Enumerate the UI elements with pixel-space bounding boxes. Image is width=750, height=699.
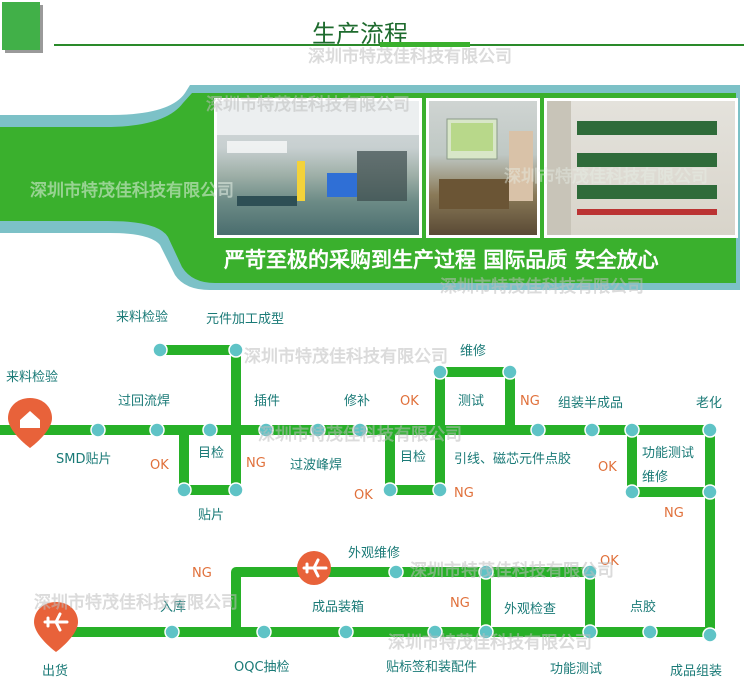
label-ok-3: OK [354,488,373,503]
node-insert [258,422,274,438]
label-appearance-check: 外观检查 [504,602,557,617]
node-smd [90,422,106,438]
label-appearance-repair: 外观维修 [348,546,401,561]
label-ng-1: NG [246,456,266,471]
node-dispense-1 [530,422,546,438]
airplane-icon [34,602,78,652]
node-func-tl [624,422,640,438]
label-lead-dispense: 引线、磁芯元件点胶 [454,452,572,467]
label-ng-2: NG [454,486,474,501]
node-reflow [149,422,165,438]
label-reflow-soldering: 过回流焊 [118,394,171,409]
label-aging: 老化 [696,396,723,411]
node-repair [352,422,368,438]
label-ng-3: NG [520,394,540,409]
node-test-tr [502,364,518,380]
node-test-tl [432,364,448,380]
label-ng-4: NG [664,506,684,521]
watermark: 深圳市特茂佳科技有限公司 [34,593,238,613]
node-repair-right [388,564,404,580]
aging-rack-photo [544,98,738,238]
airplane-icon [297,551,331,585]
label-ng-5: NG [192,566,212,581]
label-maintenance-1: 维修 [460,344,487,359]
node-dispense-2 [584,422,600,438]
home-icon [8,398,52,448]
node-check2-br [432,482,448,498]
node-check1-bl [176,482,192,498]
banner-slogan: 严苛至极的采购到生产过程 国际品质 安全放心 [224,248,659,272]
label-visual-check-2: 目检 [400,450,427,465]
node-storage [164,624,180,640]
node-assembly [702,627,718,643]
label-wave-soldering: 过波峰焊 [290,458,343,473]
label-incoming-inspection-top: 来料检验 [116,310,169,325]
testing-station-photo [426,98,540,238]
label-oqc: OQC抽检 [234,660,290,675]
node-forming-right [228,342,244,358]
node-func-br [702,484,718,500]
node-oqc [256,624,272,640]
node-appearance-tr [582,564,598,580]
corner-logo-square [0,0,42,52]
node-check2-bl [382,482,398,498]
label-finished-boxing: 成品装箱 [312,600,365,615]
node-appearance-bl [478,624,494,640]
label-assemble-semi: 组装半成品 [558,396,624,411]
label-smd-mount: SMD贴片 [56,452,112,467]
label-dispense: 点胶 [630,600,657,615]
watermark: 深圳市特茂佳科技有限公司 [258,425,462,445]
watermark: 深圳市特茂佳科技有限公司 [206,95,410,115]
node-label [427,624,443,640]
node-check1-br [228,482,244,498]
label-ok-1: OK [150,458,169,473]
node-forming-left [152,342,168,358]
node-check1-top [202,422,218,438]
node-dispense-bottom [642,624,658,640]
watermark: 深圳市特茂佳科技有限公司 [244,347,448,367]
label-ok-5: OK [600,554,619,569]
label-patch: 贴片 [198,508,225,523]
label-function-test-2: 功能测试 [550,662,603,677]
label-insert: 插件 [254,394,281,409]
label-ok-2: OK [400,394,419,409]
label-ok-4: OK [598,460,617,475]
node-boxing [338,624,354,640]
label-finished-assembly: 成品组装 [670,664,723,679]
label-ship: 出货 [42,664,69,679]
watermark: 深圳市特茂佳科技有限公司 [504,167,708,187]
node-appearance-tl [478,564,494,580]
label-component-forming: 元件加工成型 [206,312,285,327]
label-storage: 入库 [160,600,187,615]
label-ng-6: NG [450,596,470,611]
watermark: 深圳市特茂佳科技有限公司 [308,47,512,67]
label-incoming-inspection-left: 来料检验 [6,370,59,385]
watermark: 深圳市特茂佳科技有限公司 [410,561,614,581]
node-wave [310,422,326,438]
label-repair: 修补 [344,394,371,409]
watermark: 深圳市特茂佳科技有限公司 [30,181,234,201]
label-label-accessories: 贴标签和装配件 [386,660,478,675]
watermark: 深圳市特茂佳科技有限公司 [440,277,644,297]
factory-photo [214,98,422,238]
node-func-bl [624,484,640,500]
title-underline-accent [380,42,470,47]
label-function-test: 功能测试 [642,446,695,461]
node-aging [702,422,718,438]
node-appearance-br [582,624,598,640]
label-visual-check-1: 目检 [198,446,225,461]
label-maintenance-2: 维修 [642,470,669,485]
watermark: 深圳市特茂佳科技有限公司 [388,633,592,653]
label-test: 测试 [458,394,485,409]
